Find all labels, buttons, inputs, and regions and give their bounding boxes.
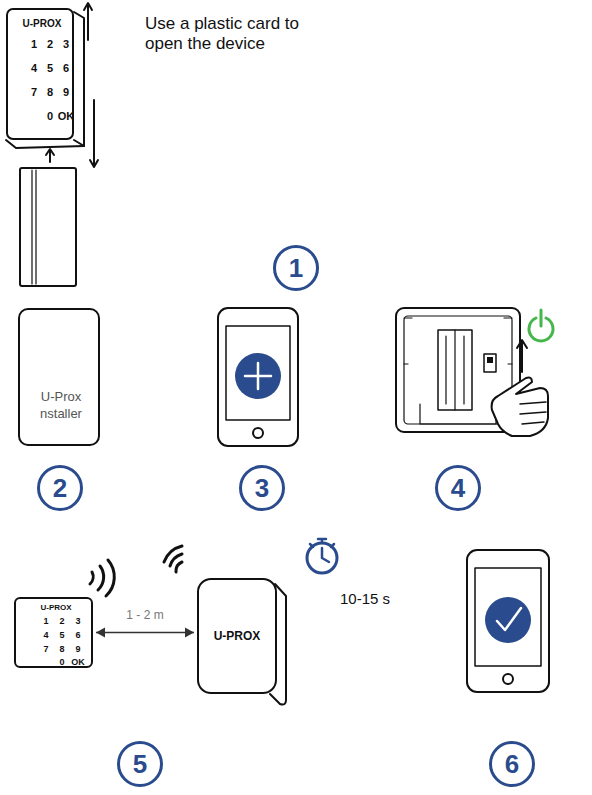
device-text: 3 xyxy=(75,617,80,626)
switch-arrow xyxy=(517,340,527,372)
check-icon xyxy=(485,597,531,643)
device-text: nstaller xyxy=(40,407,82,420)
step-number: 6 xyxy=(489,741,535,787)
node-text: U-PROX xyxy=(214,629,261,643)
add-icon xyxy=(235,353,281,399)
phone-screen xyxy=(226,326,290,420)
step-number: 3 xyxy=(239,465,285,511)
open-arrow xyxy=(84,3,92,40)
node-text: 6 xyxy=(505,749,519,780)
device-text: 0 xyxy=(47,111,53,122)
device-text: 6 xyxy=(63,63,69,74)
node-text: 1 xyxy=(289,253,303,284)
wireless-waves xyxy=(90,560,114,596)
device-text: 1 xyxy=(43,617,48,626)
device-text: 8 xyxy=(47,87,53,98)
step-number: 5 xyxy=(117,741,163,787)
node-text: 2 xyxy=(53,473,67,504)
device-text: 4 xyxy=(43,631,48,640)
keypad-side xyxy=(74,12,84,146)
phone: U-Prox nstaller xyxy=(18,308,100,446)
device-text: 7 xyxy=(43,645,48,654)
device-text: OK xyxy=(71,658,85,667)
device-text: U-PROX xyxy=(40,604,71,612)
step-number: 1 xyxy=(273,245,319,291)
device-text: 9 xyxy=(75,645,80,654)
card-arrow xyxy=(46,149,54,162)
keypad-device: U-PROX 1 2 3 4 5 6 7 8 9 0 OK xyxy=(14,597,93,668)
device-text: 5 xyxy=(59,631,64,640)
device-text: 4 xyxy=(31,63,37,74)
hub-device: U-PROX xyxy=(197,578,277,694)
device-text: OK xyxy=(58,111,75,122)
device-text: 7 xyxy=(31,87,37,98)
power-switch xyxy=(484,354,496,372)
wireless-waves xyxy=(164,546,182,572)
hand xyxy=(492,378,548,437)
plastic-card xyxy=(20,168,76,286)
device-text: 0 xyxy=(59,658,64,667)
battery-compartment xyxy=(438,330,472,410)
step-number: 2 xyxy=(37,465,83,511)
open-arrow xyxy=(90,100,98,167)
device-text: U-Prox xyxy=(41,390,81,403)
phone xyxy=(218,308,298,446)
phone xyxy=(467,550,549,692)
distance-arrow xyxy=(96,628,194,638)
note-text: Use a plastic card to open the device xyxy=(145,14,305,55)
device-text: 2 xyxy=(59,617,64,626)
device-text: 1 xyxy=(31,39,37,50)
device-text: 6 xyxy=(75,631,80,640)
distance-label: 1 - 2 m xyxy=(123,608,166,622)
device-text: U-PROX xyxy=(23,19,62,29)
step-number: 4 xyxy=(435,465,481,511)
node-text: 5 xyxy=(133,749,147,780)
device-text: 3 xyxy=(63,39,69,50)
device-text: 2 xyxy=(47,39,53,50)
node-text: 4 xyxy=(451,473,465,504)
keypad-device: U-PROX 123 456 789 0 OK xyxy=(6,8,74,140)
note-text: 10-15 s xyxy=(340,590,390,608)
node-text: 3 xyxy=(255,473,269,504)
card-stripe xyxy=(32,170,36,284)
device-text: 5 xyxy=(47,63,53,74)
device-text: 9 xyxy=(63,87,69,98)
keypad-side xyxy=(6,140,84,148)
phone-screen xyxy=(475,568,541,666)
device-text: 8 xyxy=(59,645,64,654)
